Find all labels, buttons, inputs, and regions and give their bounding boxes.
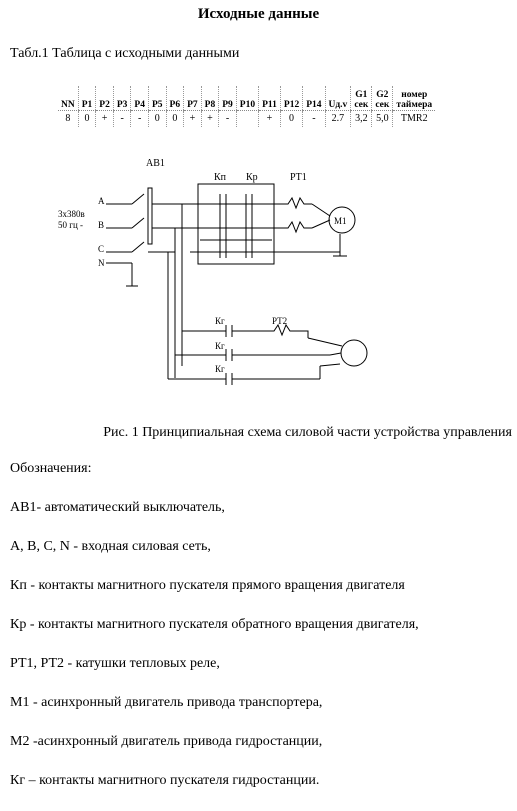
- neutral-line: [106, 262, 138, 287]
- legend-item: Кг – контакты магнитного пускателя гидро…: [10, 773, 320, 788]
- kp-label: Кп: [214, 172, 227, 183]
- table-header-cell: P6: [165, 86, 184, 111]
- figure-caption: Рис. 1 Принципиальная схема силовой част…: [103, 425, 512, 440]
- table-cell: +: [258, 110, 281, 127]
- rt2-label: РТ2: [272, 316, 287, 326]
- table-cell: 0: [279, 110, 303, 127]
- table-cell: -: [112, 110, 131, 127]
- table-header-cell: P14: [302, 86, 326, 111]
- freq-label: 50 гц -: [58, 220, 83, 230]
- table-cell: 0: [77, 110, 96, 127]
- motor-m2: [307, 337, 368, 367]
- legend-item: АВ1- автоматический выключатель,: [10, 500, 225, 515]
- table-cell: -: [218, 110, 237, 127]
- kg-contacts: [168, 325, 330, 385]
- legend-item: Кп - контакты магнитного пускателя прямо…: [10, 578, 405, 593]
- table-cell: [235, 110, 259, 127]
- breaker-label: АВ1: [146, 158, 165, 169]
- page-title: Исходные данные: [197, 6, 320, 22]
- table-header-cell: P9: [218, 86, 237, 111]
- rt1-label: РТ1: [290, 172, 307, 183]
- legend-item: М2 -асинхронный двигатель привода гидрос…: [10, 734, 323, 749]
- table-cell: 2.7: [324, 110, 351, 127]
- table-header-cell: Uд.v: [324, 86, 351, 111]
- table-cell: 5,0: [371, 110, 393, 127]
- legend-item: Кр - контакты магнитного пускателя обрат…: [10, 617, 419, 632]
- rt1-thermal-relay: [280, 196, 341, 253]
- kg3-label: Кг: [215, 364, 225, 374]
- legend: Обозначения: АВ1- автоматический выключа…: [10, 460, 515, 811]
- breaker-symbol: [106, 187, 160, 253]
- kg2-label: Кг: [215, 341, 225, 351]
- table-header-cell: P5: [147, 86, 167, 111]
- table-header-cell: P8: [200, 86, 219, 111]
- kr-label: Кр: [246, 172, 258, 183]
- neutral-label: N: [98, 258, 105, 268]
- table-cell: 3,2: [350, 110, 372, 127]
- table-cell: -: [302, 110, 326, 127]
- phase-a-label: A: [98, 196, 105, 206]
- table-cell: +: [200, 110, 219, 127]
- table-header-cell: P11: [258, 86, 281, 111]
- table-header-cell: NN: [58, 86, 79, 111]
- rt2-thermal-relay: [266, 323, 341, 379]
- table-header-cell: P12: [279, 86, 303, 111]
- main-bus: [160, 203, 190, 379]
- table-header-cell: P7: [183, 86, 202, 111]
- voltage-label: 3х380в: [58, 209, 85, 219]
- table-cell: TMR2: [392, 110, 436, 127]
- legend-item: РТ1, РТ2 - катушки тепловых реле,: [10, 656, 220, 671]
- table-cell: 0: [165, 110, 184, 127]
- motor-m1: [328, 206, 356, 257]
- power-circuit-diagram: АВ1 3х380в 50 гц - A B C N Кп Кр РТ1: [58, 158, 368, 385]
- table-cell: 0: [147, 110, 167, 127]
- kg1-label: Кг: [215, 316, 225, 326]
- table-header-cell: P10: [235, 86, 259, 111]
- phase-c-label: C: [98, 244, 104, 254]
- phase-b-label: B: [98, 220, 104, 230]
- table-header-cell: P2: [95, 86, 114, 111]
- legend-item: М1 - асинхронный двигатель привода транс…: [10, 695, 323, 710]
- table-cell: +: [95, 110, 114, 127]
- legend-heading: Обозначения:: [10, 461, 92, 476]
- kp-kr-contacts: [190, 183, 280, 265]
- table-cell: -: [130, 110, 149, 127]
- table-caption: Табл.1 Таблица с исходными данными: [10, 46, 240, 61]
- table-header-cell: P3: [112, 86, 131, 111]
- table-cell: 8: [65, 113, 71, 124]
- motor-m1-label: M1: [334, 216, 347, 226]
- table-header-cell: P4: [130, 86, 149, 111]
- table-header-cell: P1: [77, 86, 96, 111]
- legend-item: А, В, С, N - входная силовая сеть,: [10, 539, 211, 554]
- table-cell: +: [183, 110, 202, 127]
